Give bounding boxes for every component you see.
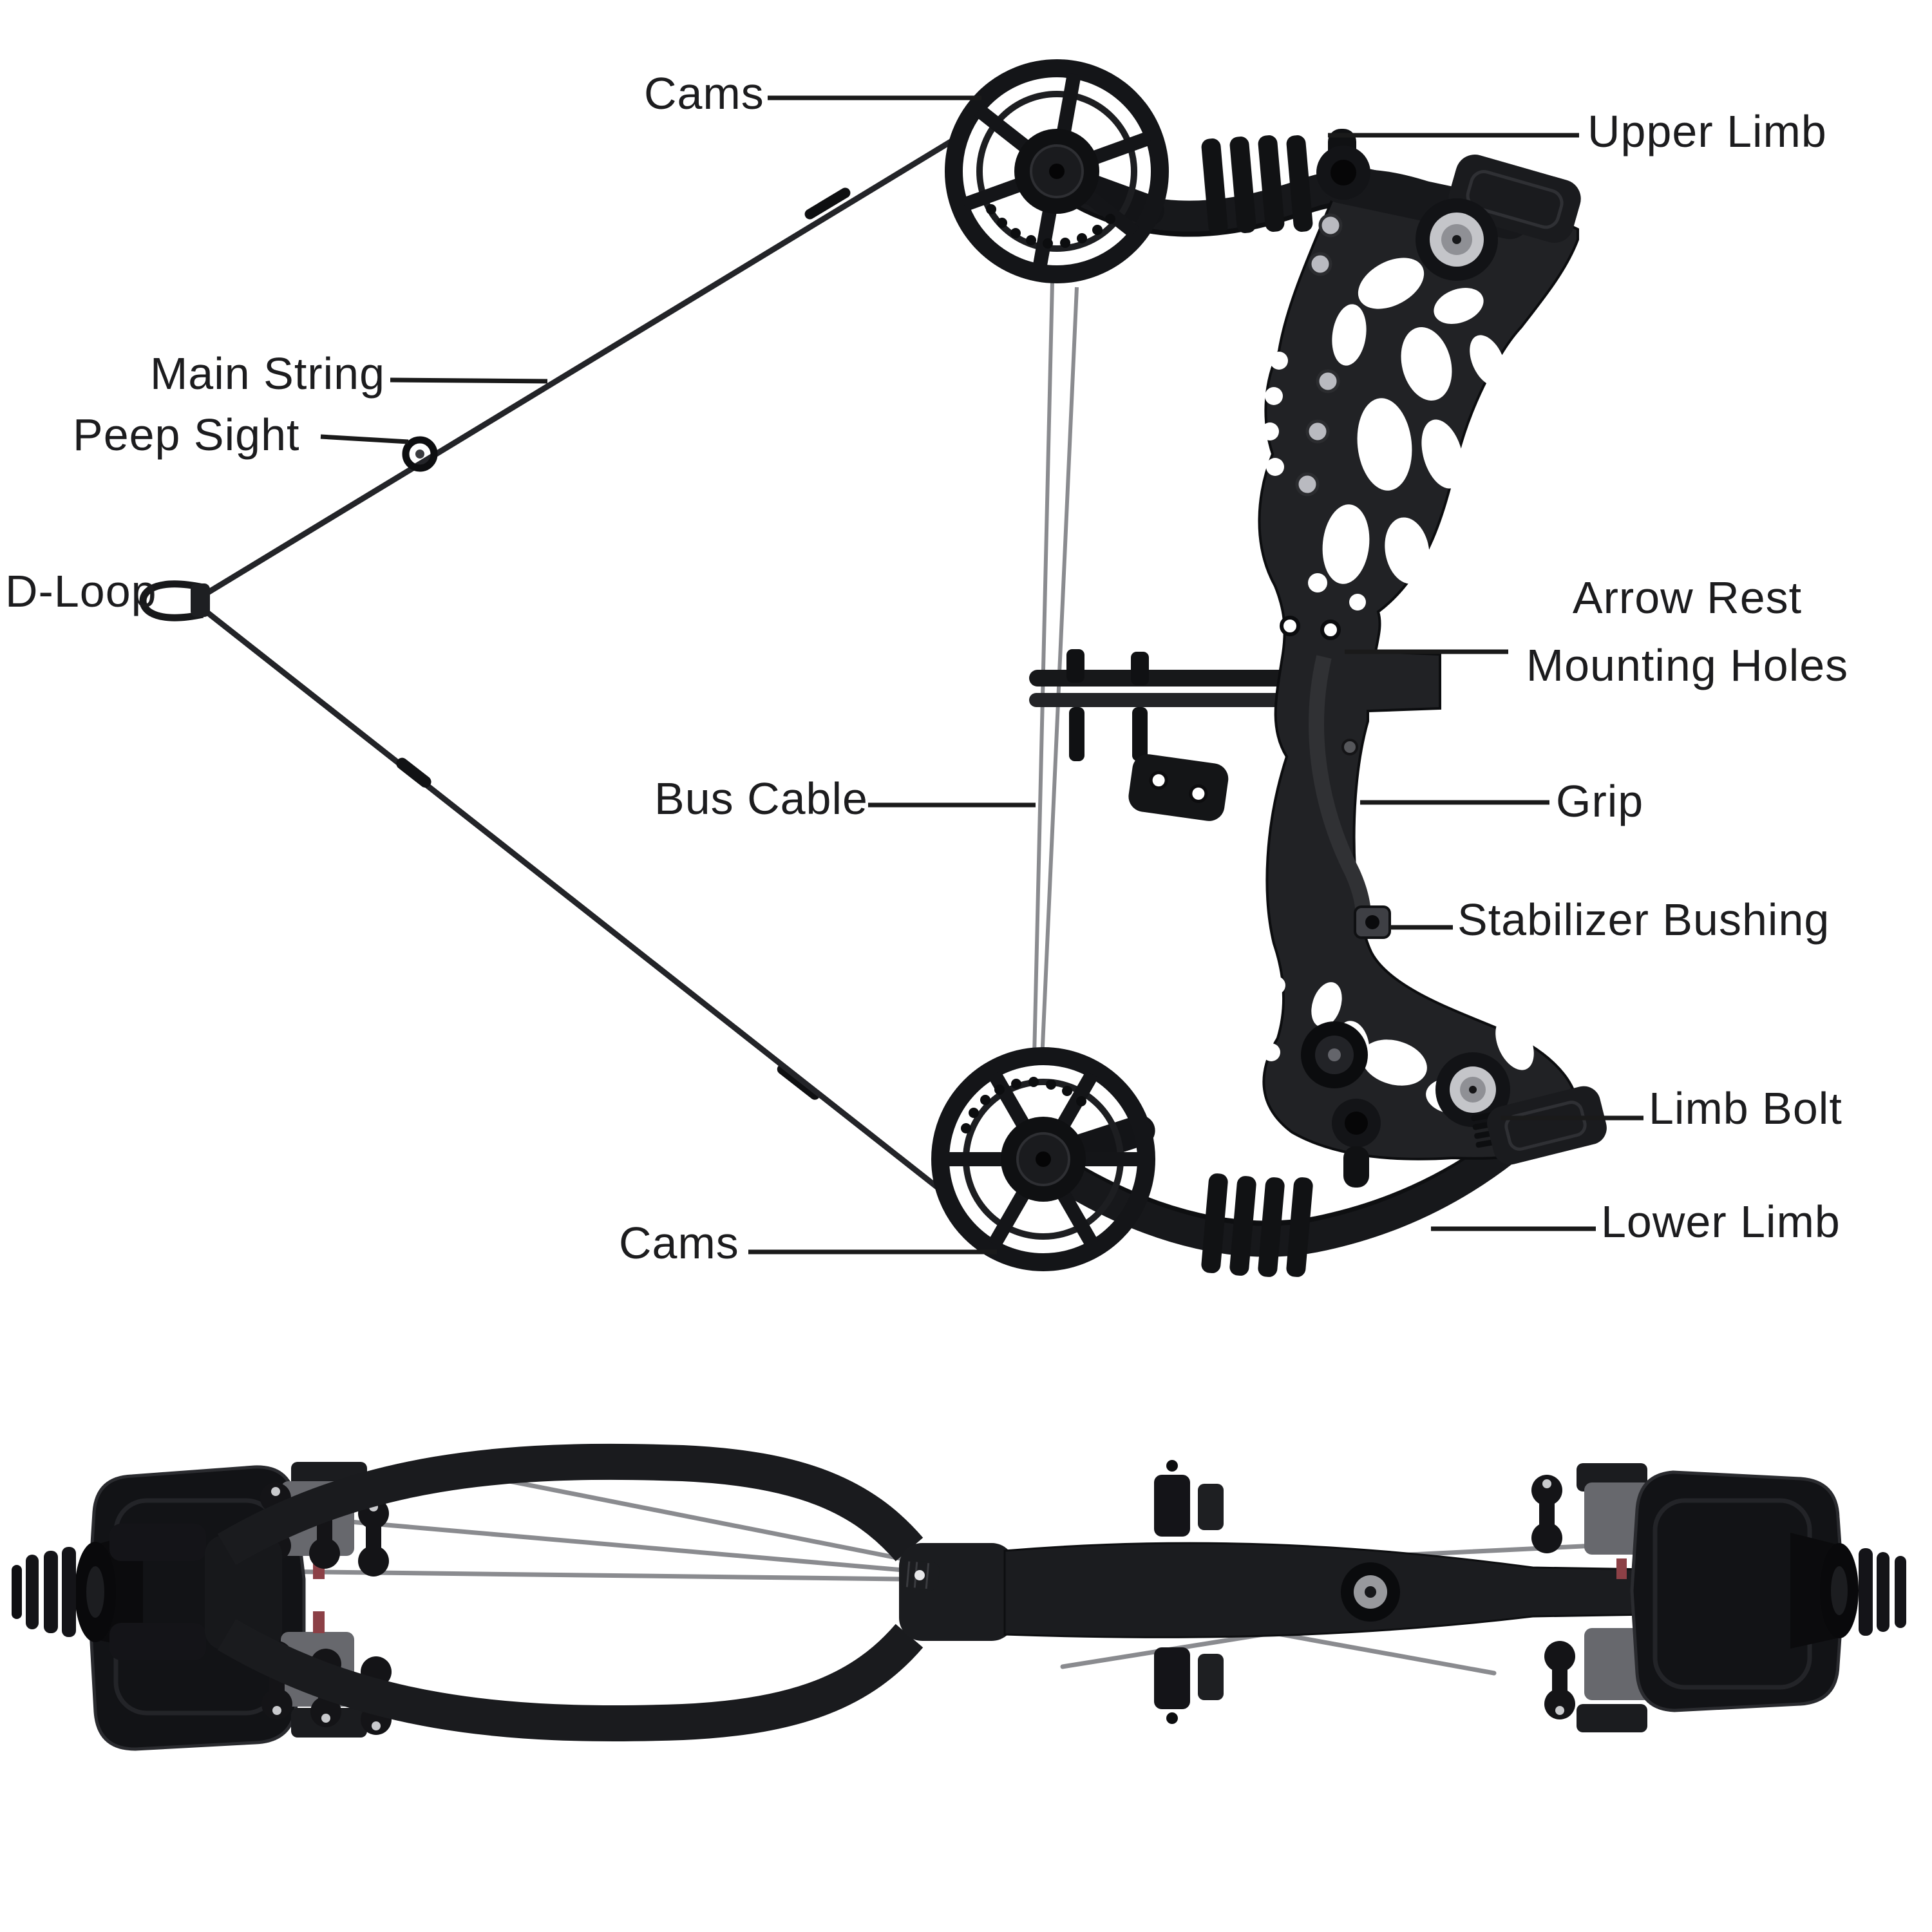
label-peep-sight: Peep Sight — [73, 410, 300, 460]
label-bus-cable: Bus Cable — [654, 773, 868, 824]
top-down-right-cam — [1577, 1463, 1906, 1732]
lower-limb-fins — [1201, 1173, 1313, 1277]
label-grip: Grip — [1556, 776, 1644, 826]
bottom-bearing — [1301, 1021, 1368, 1088]
upper-limb-bolt — [1416, 198, 1498, 281]
upper-limb-pocket — [1316, 129, 1581, 243]
bow-front-view — [139, 59, 1643, 1277]
bottom-cam — [931, 1047, 1155, 1271]
riser — [1258, 129, 1607, 1188]
top-down-riser-beam — [1003, 1542, 1689, 1638]
string-silencer-pins-right — [1531, 1475, 1575, 1719]
label-upper-limb: Upper Limb — [1587, 106, 1827, 156]
leader-peep-sight — [320, 434, 409, 444]
d-loop — [139, 580, 210, 621]
string-serving-sleeves — [777, 187, 851, 1100]
top-down-fork-frame — [109, 1443, 1015, 1742]
main-string — [198, 133, 963, 1198]
label-cams-bottom: Cams — [619, 1218, 739, 1268]
riser-studs — [1295, 213, 1343, 497]
label-main-string: Main String — [150, 348, 386, 399]
label-lower-limb: Lower Limb — [1601, 1197, 1841, 1247]
top-down-center-hardware — [1154, 1460, 1224, 1724]
label-arrow-rest-line1: Arrow Rest — [1572, 573, 1803, 623]
label-arrow-rest-line2: Mounting Holes — [1526, 640, 1849, 690]
upper-limb-fins — [1201, 135, 1313, 235]
right-axle-stack — [1859, 1548, 1906, 1636]
leader-lines — [320, 95, 1643, 1255]
limb-bolt — [1435, 1052, 1510, 1148]
string-nock-knot — [396, 757, 431, 788]
left-axle-stack — [12, 1547, 76, 1637]
top-cam — [945, 59, 1169, 283]
label-d-loop: D-Loop — [5, 566, 157, 616]
bow-top-down-view — [12, 1443, 1906, 1751]
arrow-rest-mounting-holes — [1280, 616, 1341, 640]
leader-main-string — [390, 377, 548, 384]
bottom-cam-module-chain — [961, 1077, 1086, 1133]
riser-cutouts — [1260, 258, 1534, 1115]
label-arrow-rest-mounting-holes: Arrow Rest Mounting Holes — [1494, 564, 1880, 699]
lower-limb-pocket — [1332, 1086, 1607, 1188]
top-cam-module-chain — [986, 204, 1115, 249]
stabilizer-bushing — [1354, 905, 1391, 939]
top-down-peep-knot — [900, 1560, 940, 1591]
label-limb-bolt: Limb Bolt — [1649, 1083, 1842, 1133]
label-cams-top: Cams — [644, 68, 764, 118]
label-stabilizer-bushing: Stabilizer Bushing — [1457, 895, 1830, 945]
peep-sight — [402, 436, 438, 472]
